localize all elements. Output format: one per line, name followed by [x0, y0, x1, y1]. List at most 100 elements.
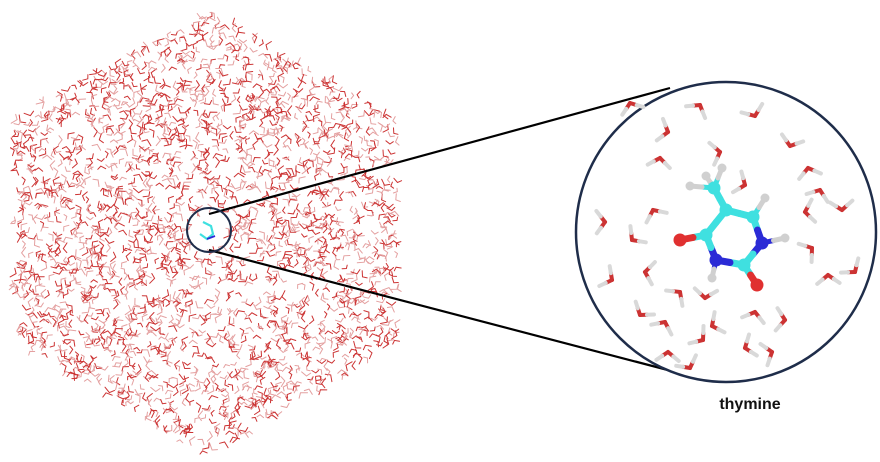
water-stick	[396, 283, 402, 292]
water-stick	[343, 157, 351, 161]
water-stick	[299, 249, 305, 258]
water-stick	[331, 246, 337, 257]
water-stick	[99, 203, 105, 213]
water-stick	[272, 226, 280, 232]
water-stick	[392, 187, 398, 194]
water-stick	[368, 131, 379, 136]
water-stick	[170, 39, 178, 45]
water-stick	[313, 138, 321, 143]
water-stick	[118, 63, 123, 71]
water-stick	[10, 216, 16, 223]
water-stick	[67, 132, 75, 140]
water-stick	[318, 254, 325, 259]
water-stick	[309, 147, 314, 155]
water-stick	[17, 213, 25, 223]
water-stick	[358, 215, 365, 225]
water-stick	[129, 73, 134, 81]
water-stick	[355, 123, 361, 133]
water-stick	[372, 178, 380, 189]
water-stick	[189, 96, 197, 102]
water-stick	[248, 130, 260, 135]
water-stick	[380, 316, 388, 324]
water-stick	[277, 102, 286, 108]
water-stick	[28, 271, 36, 281]
water-stick	[139, 273, 146, 278]
water-stick	[312, 127, 319, 135]
water-stick	[243, 371, 250, 380]
water-stick	[331, 330, 340, 335]
water-stick	[128, 319, 135, 330]
water-stick	[270, 382, 279, 388]
water-stick	[180, 36, 187, 42]
water-stick	[91, 297, 97, 305]
water-stick	[35, 276, 45, 283]
water-stick	[388, 234, 394, 241]
water-stick	[309, 315, 315, 325]
water-stick	[118, 229, 127, 236]
water-stick	[374, 138, 379, 147]
water-stick	[168, 314, 174, 324]
water-stick	[321, 255, 327, 267]
water-stick	[246, 221, 257, 228]
water-stick	[227, 274, 233, 281]
water-stick	[122, 342, 127, 352]
water-stick	[141, 171, 151, 178]
water-stick	[167, 126, 172, 136]
water-stick	[324, 213, 334, 219]
water-stick	[280, 376, 286, 387]
water-stick	[63, 93, 73, 101]
water-stick	[123, 95, 131, 101]
water-stick	[280, 117, 290, 122]
water-stick	[137, 240, 145, 249]
water-stick	[373, 155, 385, 161]
water-stick	[231, 334, 236, 344]
water-stick	[341, 353, 350, 358]
water-stick	[329, 307, 339, 312]
water-stick	[237, 226, 243, 234]
water-stick	[337, 274, 343, 282]
water-stick	[154, 415, 160, 426]
water-stick	[148, 228, 155, 234]
water-stick	[382, 338, 390, 349]
water-stick	[248, 392, 254, 400]
water-stick	[55, 186, 60, 194]
water-stick	[165, 184, 176, 190]
atom-N3	[709, 253, 723, 267]
water-stick	[65, 98, 72, 106]
water-stick	[351, 360, 356, 371]
water-stick	[34, 177, 39, 186]
water-stick	[326, 303, 331, 311]
water-stick	[88, 355, 94, 365]
water-stick	[309, 96, 320, 102]
water-stick	[175, 242, 182, 253]
water-stick	[75, 177, 82, 186]
water-stick	[327, 172, 334, 178]
water-stick	[326, 87, 334, 93]
water-stick	[103, 282, 113, 290]
water-stick	[71, 158, 78, 169]
water-stick	[254, 405, 261, 415]
water-stick	[214, 314, 221, 324]
water-stick	[123, 84, 134, 92]
water-stick	[245, 71, 254, 78]
water-stick	[78, 134, 84, 144]
water-stick	[79, 243, 85, 251]
water-stick	[172, 211, 178, 218]
water-stick	[199, 450, 208, 455]
water-stick	[302, 221, 313, 227]
water-stick	[157, 218, 163, 225]
water-stick	[306, 166, 311, 174]
water-stick	[341, 372, 349, 377]
water-stick	[366, 127, 377, 134]
water-stick	[359, 299, 370, 305]
water-stick	[136, 198, 143, 207]
water-stick	[35, 192, 43, 199]
water-stick	[76, 208, 83, 215]
water-stick	[247, 344, 254, 355]
water-stick	[112, 318, 118, 327]
water-stick	[83, 291, 92, 297]
water-stick	[34, 167, 44, 172]
water-stick	[127, 372, 137, 379]
water-stick	[14, 129, 22, 134]
water-stick	[132, 64, 140, 70]
